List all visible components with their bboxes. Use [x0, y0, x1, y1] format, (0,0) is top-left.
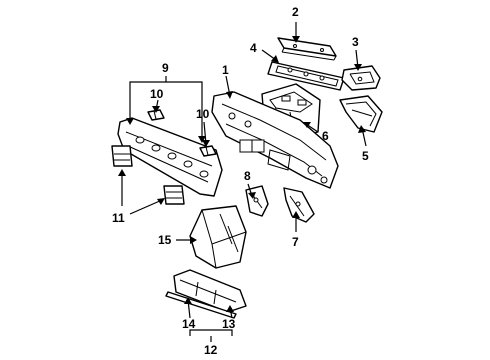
leader-lines [118, 22, 367, 342]
callout-8: 8 [244, 169, 251, 183]
part-11-clip-upper [111, 145, 133, 167]
callout-12: 12 [204, 343, 218, 357]
callout-3: 3 [352, 35, 359, 49]
callout-10-left: 10 [150, 87, 164, 101]
part-2-rail [277, 37, 337, 61]
part-14-strip [165, 291, 237, 319]
callout-5: 5 [362, 149, 369, 163]
part-13-floor-pan [173, 269, 247, 313]
part-5-member [339, 95, 383, 133]
callout-6: 6 [322, 129, 329, 143]
callout-10-right: 10 [196, 107, 210, 121]
part-8-bracket [245, 185, 269, 217]
part-11-clip-lower [163, 185, 185, 205]
part-7-brace [283, 187, 315, 223]
callout-15: 15 [158, 233, 172, 247]
part-3-bracket [341, 65, 381, 91]
callout-11: 11 [112, 211, 125, 225]
part-9-crossmember [117, 117, 223, 197]
callout-9: 9 [162, 61, 169, 75]
callout-13: 13 [222, 317, 236, 331]
callout-7: 7 [292, 235, 299, 249]
part-4-bracket [267, 61, 345, 91]
part-10-clip-right [199, 145, 217, 157]
part-1-dash-panel [211, 91, 339, 189]
callout-1: 1 [222, 63, 229, 77]
callout-14: 14 [182, 317, 196, 331]
callout-2: 2 [292, 5, 299, 19]
callout-4: 4 [250, 41, 257, 55]
part-15-tray [189, 205, 247, 269]
